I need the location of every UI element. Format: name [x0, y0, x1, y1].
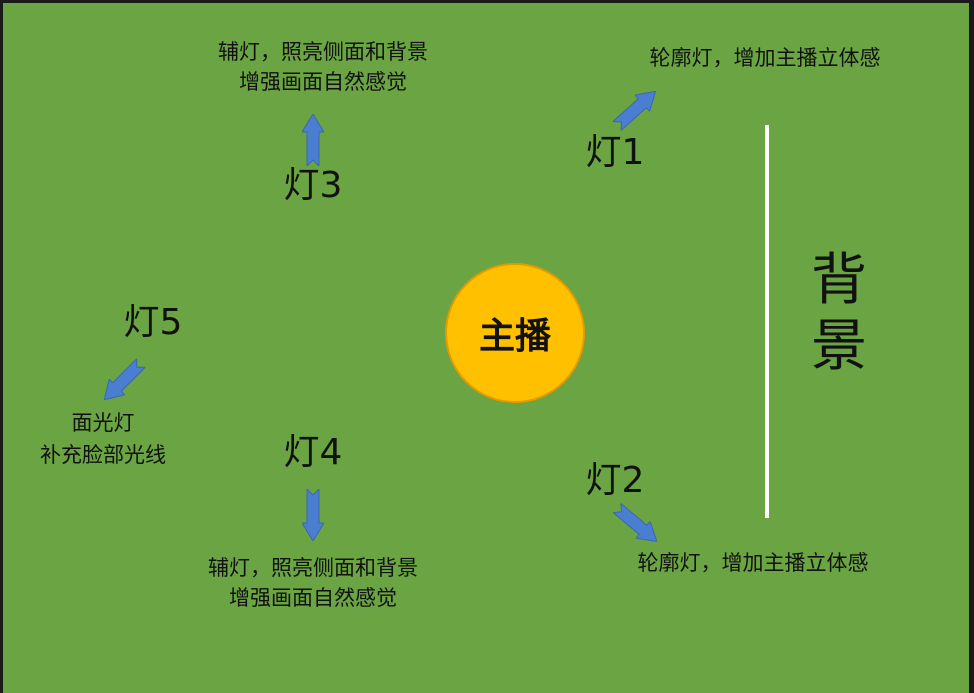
light5-description: 面光灯 补充脸部光线 — [13, 407, 193, 471]
arrow-down-left-icon — [96, 355, 148, 407]
arrow-up-icon — [302, 114, 324, 166]
background-label: 背景 — [811, 248, 867, 379]
desc-line: 补充脸部光线 — [40, 443, 166, 467]
desc-line: 面光灯 — [71, 411, 135, 435]
host-label: 主播 — [478, 316, 551, 357]
light1-description: 轮廓灯，增加主播立体感 — [615, 43, 915, 73]
desc-line: 辅灯，照亮侧面和背景 — [208, 556, 418, 580]
desc-line: 增强画面自然感觉 — [239, 70, 407, 94]
desc-line: 轮廓灯，增加主播立体感 — [649, 46, 881, 70]
light4-label: 灯4 — [283, 432, 343, 473]
background-line — [765, 125, 769, 518]
arrow-down-icon — [302, 489, 324, 541]
desc-line: 增强画面自然感觉 — [229, 586, 397, 610]
light2-description: 轮廓灯，增加主播立体感 — [603, 548, 903, 578]
light5-label: 灯5 — [123, 302, 183, 343]
desc-line: 辅灯，照亮侧面和背景 — [218, 40, 428, 64]
desc-line: 轮廓灯，增加主播立体感 — [637, 551, 869, 575]
lighting-diagram: 辅灯，照亮侧面和背景 增强画面自然感觉 灯3 轮廓灯，增加主播立体感 灯1 背景… — [3, 3, 969, 693]
host-circle: 主播 — [445, 263, 585, 403]
arrow-down-right-icon — [610, 500, 664, 550]
light3-description: 辅灯，照亮侧面和背景 增强画面自然感觉 — [188, 37, 458, 97]
light2-label: 灯2 — [585, 460, 645, 501]
light4-description: 辅灯，照亮侧面和背景 增强画面自然感觉 — [178, 553, 448, 613]
arrow-up-right-icon — [610, 83, 663, 134]
light1-label: 灯1 — [585, 132, 645, 173]
light3-label: 灯3 — [283, 165, 343, 206]
